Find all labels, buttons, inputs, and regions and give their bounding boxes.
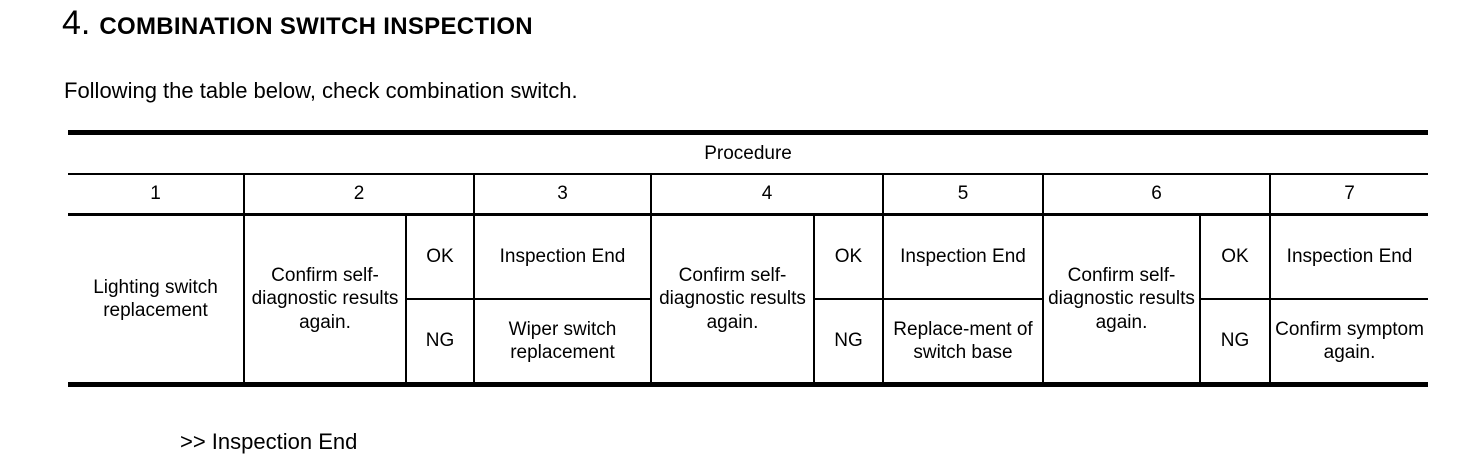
procedure-table: Procedure 1 2 3 4 5 6 7 Lighting switch … (68, 130, 1429, 387)
cell-step5-ng-action: Replace-ment of switch base (882, 299, 1044, 387)
table-row-ng: NG Wiper switch replacement NG Replace-m… (68, 299, 1429, 387)
table-row-ok: Lighting switch replacement Confirm self… (68, 214, 1429, 387)
cell-step2-action: Confirm self-diagnostic results again. (243, 214, 407, 387)
heading-number: 4. (62, 4, 91, 42)
group-header-procedure: Procedure (68, 130, 1429, 175)
column-number-7: 7 (1268, 174, 1429, 216)
procedure-table-container: Procedure 1 2 3 4 5 6 7 Lighting switch … (68, 130, 1429, 387)
table-group-header-row: Procedure (68, 130, 1429, 175)
column-number-4: 4 (650, 174, 884, 216)
cell-step1-action: Lighting switch replacement (68, 214, 245, 387)
column-number-1: 1 (68, 174, 245, 216)
page-heading: 4. COMBINATION SWITCH INSPECTION (62, 6, 533, 40)
cell-step3-ng-action: Wiper switch replacement (473, 299, 652, 387)
cell-step4-judgement-ng: NG (813, 299, 884, 387)
cell-step2-judgement-ok: OK (405, 214, 475, 300)
cell-step7-ng-action: Confirm symptom again. (1268, 299, 1429, 387)
column-number-6: 6 (1042, 174, 1271, 216)
page-title: COMBINATION SWITCH INSPECTION (99, 13, 533, 40)
column-number-5: 5 (882, 174, 1044, 216)
cell-step4-judgement-ok: OK (813, 214, 884, 300)
cell-step6-judgement-ok: OK (1199, 214, 1271, 300)
column-number-2: 2 (243, 174, 475, 216)
cell-step3-ok-action: Inspection End (473, 214, 652, 300)
inspection-end-note: >> Inspection End (180, 429, 358, 454)
cell-step2-judgement-ng: NG (406, 299, 475, 387)
intro-text: Following the table below, check combina… (64, 78, 578, 103)
column-number-3: 3 (473, 174, 652, 216)
table-column-number-row: 1 2 3 4 5 6 7 (68, 174, 1429, 216)
cell-step7-ok-action: Inspection End (1268, 214, 1429, 300)
cell-step4-action: Confirm self-diagnostic results again. (650, 214, 815, 387)
cell-step6-action: Confirm self-diagnostic results again. (1042, 214, 1201, 387)
cell-step6-judgement-ng: NG (1199, 299, 1271, 387)
cell-step5-ok-action: Inspection End (882, 214, 1044, 300)
